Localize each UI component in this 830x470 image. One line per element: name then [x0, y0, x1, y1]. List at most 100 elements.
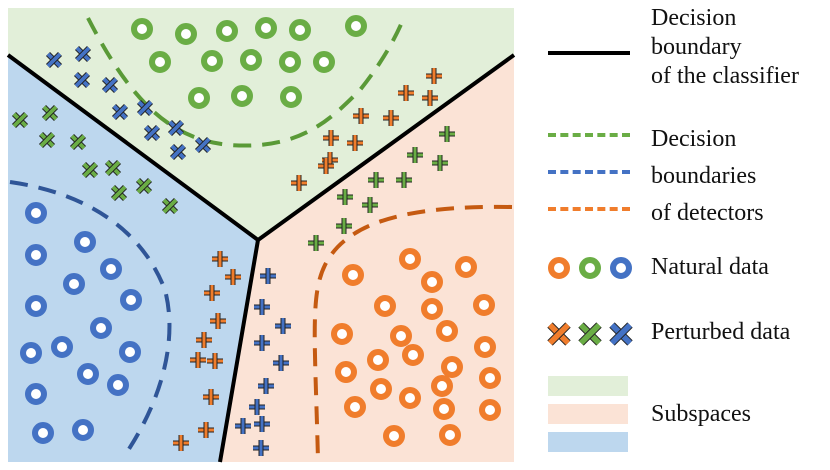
natural-point-green — [175, 23, 197, 45]
natural-point-blue — [32, 422, 54, 444]
natural-point-orange — [436, 320, 458, 342]
perturbed-point-orange — [426, 68, 442, 84]
natural-point-orange — [455, 256, 477, 278]
perturbed-point-blue — [101, 76, 119, 94]
legend-natural-orange-icon — [548, 257, 570, 279]
green-subspace — [8, 8, 514, 240]
perturbed-point-orange — [347, 135, 363, 151]
perturbed-point-orange — [203, 389, 219, 405]
perturbed-point-green — [396, 172, 412, 188]
legend-orange-swatch — [548, 404, 628, 424]
green-detector-boundary — [86, 14, 407, 148]
natural-point-blue — [25, 295, 47, 317]
perturbed-point-orange — [383, 110, 399, 126]
perturbed-point-blue — [169, 143, 187, 161]
perturbed-point-orange — [318, 158, 334, 174]
perturbed-point-green — [11, 111, 29, 129]
natural-point-blue — [25, 244, 47, 266]
natural-point-green — [188, 87, 210, 109]
natural-point-green — [345, 15, 367, 37]
natural-point-green — [231, 85, 253, 107]
natural-point-green — [216, 20, 238, 42]
perturbed-point-blue — [45, 51, 63, 69]
natural-point-blue — [25, 202, 47, 224]
natural-point-orange — [331, 323, 353, 345]
natural-point-orange — [439, 424, 461, 446]
legend-subspaces-label: Subspaces — [651, 401, 751, 427]
perturbed-point-orange — [207, 353, 223, 369]
perturbed-point-blue — [74, 45, 92, 63]
perturbed-point-orange — [323, 130, 339, 146]
natural-point-green — [131, 18, 153, 40]
natural-point-blue — [100, 258, 122, 280]
natural-point-green — [289, 19, 311, 41]
legend-perturbed-blue-icon — [609, 322, 633, 346]
perturbed-point-blue — [73, 71, 91, 89]
perturbed-point-green — [81, 161, 99, 179]
legend-natural-green-icon — [579, 257, 601, 279]
perturbed-point-blue — [258, 378, 274, 394]
natural-point-green — [149, 51, 171, 73]
natural-point-green — [240, 49, 262, 71]
perturbed-point-blue — [275, 318, 291, 334]
perturbed-point-green — [432, 155, 448, 171]
perturbed-point-orange — [353, 108, 369, 124]
legend-classifier-line — [548, 51, 630, 55]
legend-orange-detector-line — [548, 207, 630, 211]
orange-detector-boundary — [312, 204, 513, 461]
natural-point-orange — [370, 378, 392, 400]
perturbed-point-green — [368, 172, 384, 188]
natural-point-orange — [441, 356, 463, 378]
natural-point-blue — [120, 289, 142, 311]
perturbed-point-blue — [253, 440, 269, 456]
perturbed-point-blue — [194, 136, 212, 154]
natural-point-orange — [399, 248, 421, 270]
perturbed-point-orange — [173, 435, 189, 451]
natural-point-blue — [119, 341, 141, 363]
legend-detectors-label: Decision boundaries of detectors — [651, 126, 764, 226]
perturbed-point-blue — [254, 416, 270, 432]
perturbed-point-blue — [167, 119, 185, 137]
natural-point-green — [255, 17, 277, 39]
perturbed-point-orange — [210, 313, 226, 329]
natural-point-blue — [90, 317, 112, 339]
perturbed-point-orange — [291, 175, 307, 191]
natural-point-blue — [72, 419, 94, 441]
perturbed-point-green — [337, 189, 353, 205]
legend-green-swatch — [548, 376, 628, 396]
perturbed-point-orange — [204, 285, 220, 301]
natural-point-orange — [390, 325, 412, 347]
perturbed-point-blue — [249, 399, 265, 415]
natural-point-blue — [63, 273, 85, 295]
natural-point-green — [201, 50, 223, 72]
legend-perturbed-green-icon — [578, 322, 602, 346]
perturbed-point-blue — [235, 418, 251, 434]
natural-point-green — [279, 51, 301, 73]
legend-blue-swatch — [548, 432, 628, 452]
natural-point-orange — [421, 298, 443, 320]
natural-point-orange — [374, 295, 396, 317]
perturbed-point-blue — [260, 268, 276, 284]
perturbed-point-green — [161, 197, 179, 215]
perturbed-point-green — [308, 235, 324, 251]
perturbed-point-orange — [225, 269, 241, 285]
natural-point-orange — [335, 361, 357, 383]
legend-classifier-label: Decision boundary of the classifier — [651, 5, 799, 89]
perturbed-point-green — [362, 197, 378, 213]
natural-point-blue — [20, 342, 42, 364]
perturbed-point-orange — [212, 251, 228, 267]
natural-point-orange — [342, 264, 364, 286]
perturbed-point-blue — [254, 299, 270, 315]
legend-perturbed-orange-icon — [547, 322, 571, 346]
natural-point-orange — [473, 294, 495, 316]
perturbed-point-green — [407, 147, 423, 163]
natural-point-blue — [107, 374, 129, 396]
perturbed-point-orange — [190, 352, 206, 368]
perturbed-point-green — [104, 159, 122, 177]
perturbed-point-green — [135, 177, 153, 195]
perturbed-point-green — [41, 104, 59, 122]
natural-point-orange — [431, 375, 453, 397]
legend-perturbed-label: Perturbed data — [651, 319, 791, 345]
natural-point-blue — [74, 231, 96, 253]
